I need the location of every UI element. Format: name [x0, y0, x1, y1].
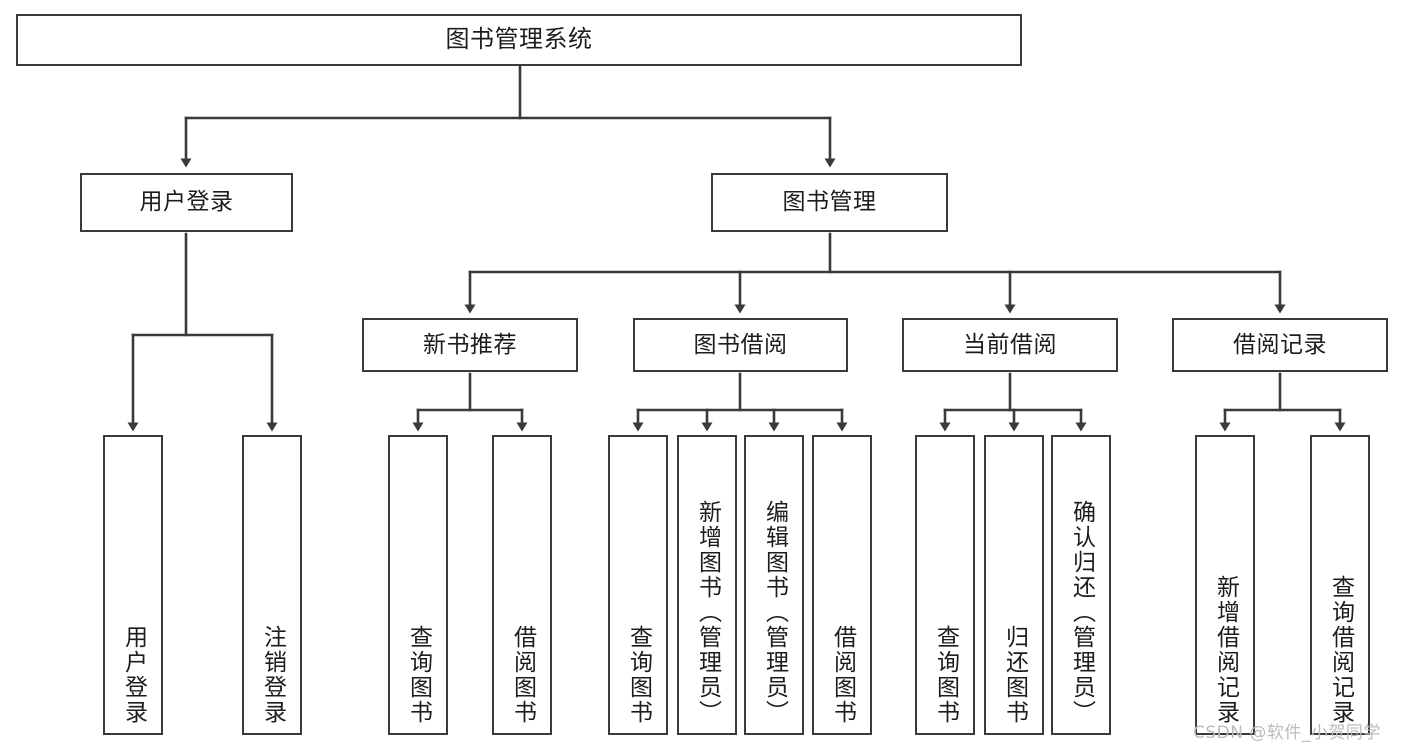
node-label: 借阅图书	[829, 625, 856, 725]
node-book-borrow[interactable]: 图书借阅	[633, 318, 848, 372]
node-label: 查询借阅记录	[1327, 575, 1354, 725]
node-label: 当前借阅	[963, 331, 1057, 358]
leaf-book-borrow-add[interactable]: 新增图书（管理员）	[677, 435, 737, 735]
node-root-system[interactable]: 图书管理系统	[16, 14, 1022, 66]
node-label: 借阅图书	[509, 625, 536, 725]
node-label: 确认归还（管理员）	[1068, 500, 1095, 725]
node-label: 用户登录	[120, 625, 147, 725]
leaf-book-borrow-query[interactable]: 查询图书	[608, 435, 668, 735]
leaf-borrow-record-add[interactable]: 新增借阅记录	[1195, 435, 1255, 735]
node-label: 图书管理系统	[445, 25, 593, 54]
node-label: 归还图书	[1001, 625, 1028, 725]
node-new-book-recommend[interactable]: 新书推荐	[362, 318, 578, 372]
leaf-new-book-borrow[interactable]: 借阅图书	[492, 435, 552, 735]
leaf-borrow-record-query[interactable]: 查询借阅记录	[1310, 435, 1370, 735]
node-label: 新增图书（管理员）	[694, 500, 721, 725]
node-label: 查询图书	[932, 625, 959, 725]
leaf-new-book-query[interactable]: 查询图书	[388, 435, 448, 735]
leaf-book-borrow-edit[interactable]: 编辑图书（管理员）	[744, 435, 804, 735]
leaf-user-login-logout[interactable]: 注销登录	[242, 435, 302, 735]
csdn-watermark: CSDN @软件_小贺同学	[1193, 723, 1381, 743]
leaf-user-login-login[interactable]: 用户登录	[103, 435, 163, 735]
node-label: 用户登录	[139, 189, 234, 216]
leaf-current-borrow-confirm-return[interactable]: 确认归还（管理员）	[1051, 435, 1111, 735]
node-label: 图书管理	[782, 189, 877, 216]
node-label: 编辑图书（管理员）	[761, 500, 788, 725]
node-label: 图书借阅	[693, 331, 788, 358]
node-label: 注销登录	[259, 625, 286, 725]
node-label: 新增借阅记录	[1212, 575, 1239, 725]
node-user-login[interactable]: 用户登录	[80, 173, 293, 232]
leaf-current-borrow-query[interactable]: 查询图书	[915, 435, 975, 735]
node-book-management[interactable]: 图书管理	[711, 173, 948, 232]
node-label: 查询图书	[405, 625, 432, 725]
node-borrow-record[interactable]: 借阅记录	[1172, 318, 1388, 372]
node-label: 新书推荐	[423, 331, 517, 358]
leaf-book-borrow-borrow[interactable]: 借阅图书	[812, 435, 872, 735]
node-label: 借阅记录	[1233, 331, 1327, 358]
leaf-current-borrow-return[interactable]: 归还图书	[984, 435, 1044, 735]
node-label: 查询图书	[625, 625, 652, 725]
node-current-borrow[interactable]: 当前借阅	[902, 318, 1118, 372]
